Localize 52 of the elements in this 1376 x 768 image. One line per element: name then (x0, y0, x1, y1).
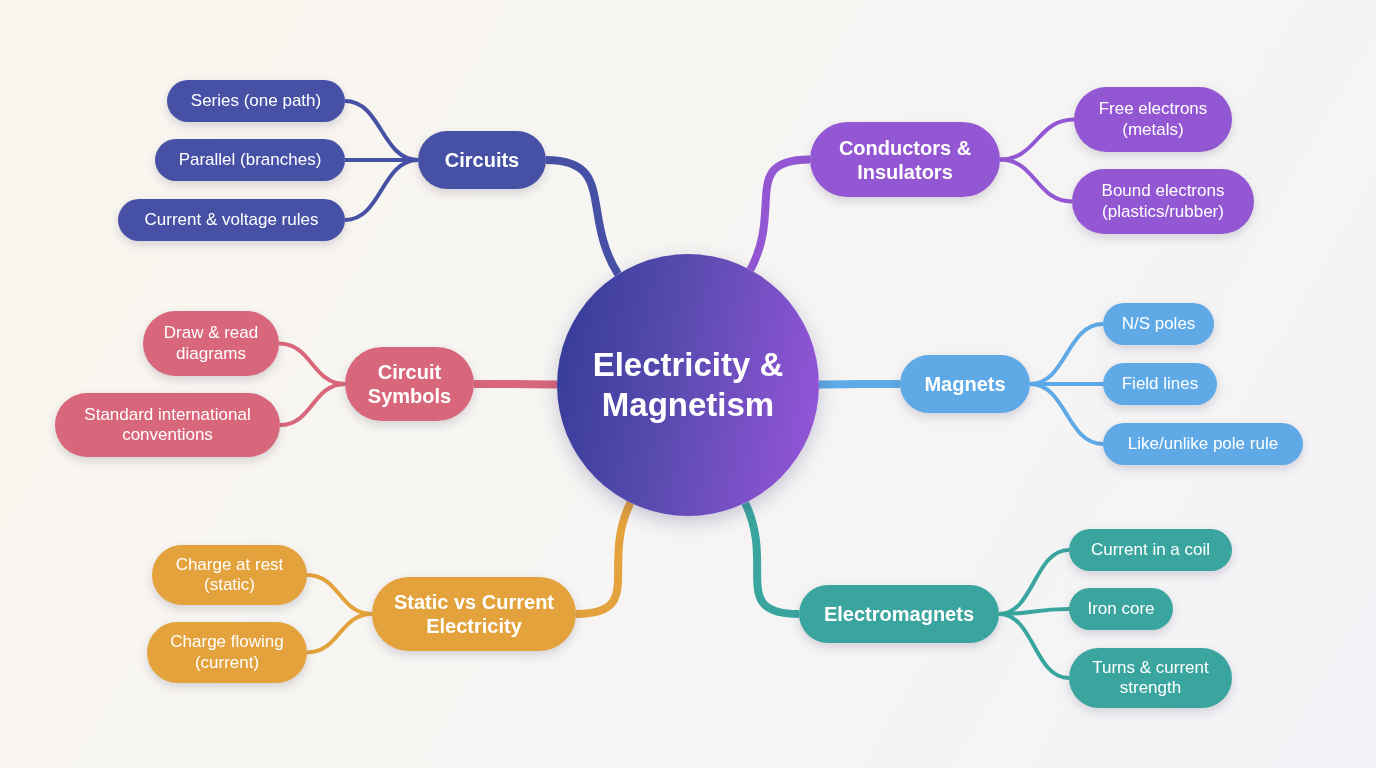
subtopic-node (147, 622, 307, 683)
subtopic-node (1103, 363, 1217, 405)
node-label: Like/unlike pole rule (1127, 433, 1279, 455)
subtopic-node (1074, 87, 1232, 152)
node-label: Current in a coil (1090, 539, 1211, 561)
subtopic-node (167, 80, 345, 122)
node-label: Iron core (1087, 598, 1155, 620)
central-topic-label: Electricity & Magnetism (591, 345, 785, 425)
branch-connector (746, 155, 811, 272)
branch-connector (819, 380, 900, 389)
node-label: N/S poles (1121, 313, 1196, 335)
node-label: Circuits (444, 148, 520, 172)
node-label: Bound electrons (plastics/rubber) (1100, 181, 1226, 222)
topic-node (418, 131, 546, 189)
node-label: Charge at rest (static) (174, 554, 285, 596)
branch-connector (474, 380, 558, 389)
subtopic-node (1072, 169, 1254, 234)
subtopic-node (143, 311, 279, 376)
subtopic-node (152, 545, 307, 605)
node-label: Field lines (1121, 373, 1199, 395)
branch-connector (545, 156, 622, 277)
node-label: Conductors & Insulators (837, 135, 973, 184)
node-label: Electromagnets (823, 602, 975, 626)
node-label: Standard international conventions (83, 404, 252, 446)
node-label: Free electrons (metals) (1097, 99, 1209, 140)
branch-connector (279, 382, 346, 427)
subtopic-node (155, 139, 345, 181)
branch-connector (998, 612, 1070, 680)
subtopic-node (118, 199, 345, 241)
topic-node (810, 122, 1000, 197)
topic-node (900, 355, 1030, 413)
node-label: Charge flowing (current) (169, 632, 285, 673)
branch-connector (999, 157, 1073, 204)
topic-node (372, 577, 576, 651)
subtopic-node (1069, 588, 1173, 630)
branch-connector (999, 117, 1075, 162)
node-label: Series (one path) (190, 90, 322, 112)
subtopic-node (1103, 423, 1303, 465)
node-label: Magnets (924, 372, 1006, 396)
subtopic-node (1069, 529, 1232, 571)
subtopic-node (1069, 648, 1232, 708)
topic-node (345, 347, 474, 421)
node-label: Turns & current strength (1091, 657, 1210, 699)
branch-connector (306, 612, 373, 655)
node-label: Current & voltage rules (144, 209, 319, 231)
node-label: Static vs Current Electricity (392, 590, 556, 638)
node-label: Draw & read diagrams (162, 323, 260, 364)
subtopic-node (1103, 303, 1214, 345)
node-label: Circuit Symbols (366, 360, 453, 408)
node-label: Parallel (branches) (178, 149, 322, 171)
subtopic-node (55, 393, 280, 457)
topic-node (799, 585, 999, 643)
